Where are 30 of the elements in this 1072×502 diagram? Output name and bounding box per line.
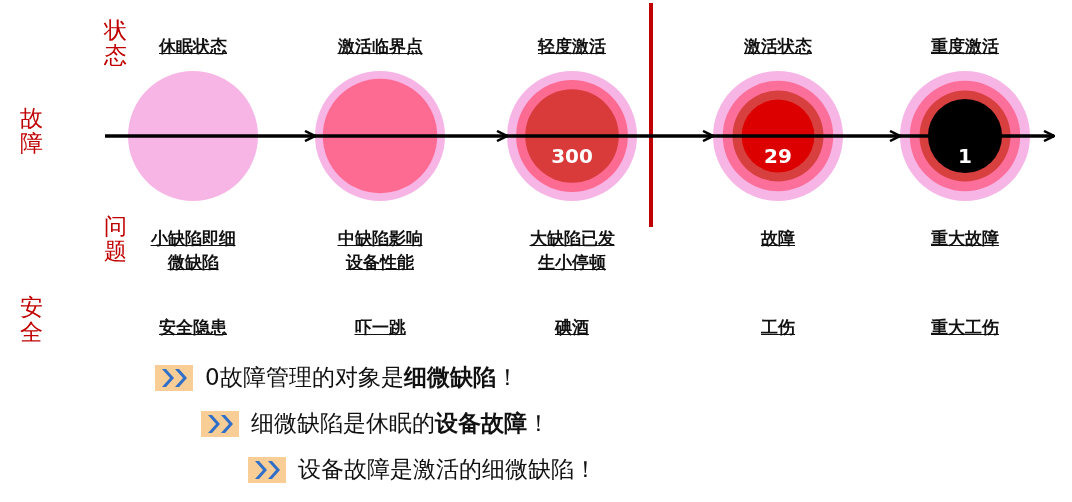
note-text: 细微缺陷是休眠的设备故障！ — [251, 409, 550, 438]
defect-label: 大缺陷已发生小停顿 — [528, 227, 616, 274]
stage-heading: 激活临界点 — [337, 35, 423, 58]
arrow — [445, 129, 509, 143]
safety-label: 重大工伤 — [931, 316, 999, 339]
safety-label: 安全隐患 — [159, 316, 227, 339]
stage-heading: 重度激活 — [931, 35, 999, 58]
defect-label: 故障 — [759, 227, 796, 250]
count-number: 29 — [764, 144, 792, 168]
arrow — [843, 129, 902, 143]
stage-heading: 激活状态 — [744, 35, 812, 58]
count-number: 300 — [551, 144, 593, 168]
arrow — [637, 129, 715, 143]
safety-label: 工伤 — [761, 316, 795, 339]
row-label: 问题 — [104, 214, 127, 265]
row-label: 状态 — [104, 18, 127, 69]
defect-label: 重大故障 — [930, 227, 1000, 250]
defect-label: 小缺陷即细微缺陷 — [149, 227, 237, 274]
arrow — [1030, 129, 1056, 143]
stage-heading: 休眠状态 — [159, 35, 227, 58]
row-label: 故障 — [20, 106, 43, 157]
defect-label: 中缺陷影响设备性能 — [336, 227, 424, 274]
safety-label: 吓一跳 — [354, 316, 406, 339]
safety-label: 碘酒 — [555, 316, 589, 339]
arrow — [258, 129, 317, 143]
row-label: 安全 — [20, 295, 43, 346]
note-text: 0故障管理的对象是细微缺陷！ — [205, 363, 519, 392]
note-text: 设备故障是激活的细微缺陷！ — [298, 455, 597, 484]
stage-heading: 轻度激活 — [538, 35, 606, 58]
count-number: 1 — [958, 144, 972, 168]
